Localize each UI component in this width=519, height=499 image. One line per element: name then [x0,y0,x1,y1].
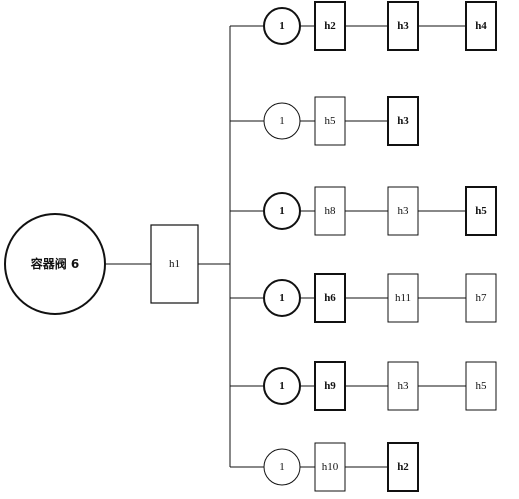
branch-row: 1 h6 h11 h7 [230,273,497,323]
branch-row: 1 h9 h3 h5 [230,361,497,411]
branch-box-label: h8 [325,205,337,217]
branch-box-label: h7 [476,292,488,304]
branch-circle-label: 1 [279,380,285,392]
branch-box-node [387,442,419,492]
branch-box-label: h2 [397,461,409,473]
branch-row: 1 h5 h3 [230,96,419,146]
branch-box-label: h2 [324,20,336,32]
root-node-label: 容器阀 6 [30,256,80,271]
branch-box-node [387,361,419,411]
branch-box-label: h6 [324,292,336,304]
branch-box-node [465,361,497,411]
branch-box-node [465,273,497,323]
branch-box-label: h11 [395,292,411,304]
branch-box-label: h5 [325,115,337,127]
branch-box-node [465,186,497,236]
branch-box-node [314,273,346,323]
branch-box-node [387,186,419,236]
branch-circle-label: 1 [279,292,285,304]
branch-circle-label: 1 [279,461,285,473]
hub-node [150,224,199,304]
branch-box-label: h10 [322,461,339,473]
branch-row: 1 h10 h2 [230,442,419,492]
branches: 1 h2 h3 h4 1 h5 h3 1 h8 h3 h5 1 h6 h11 h7 1 h9 h3 h5 1 h10 h2 [230,1,497,492]
branch-box-node [387,273,419,323]
branch-box-label: h3 [398,380,410,392]
branch-box-label: h5 [476,380,488,392]
branch-box-node [465,1,497,51]
branch-box-label: h3 [397,20,409,32]
branch-box-label: h5 [475,205,487,217]
branch-circle-label: 1 [279,115,285,127]
branch-box-label: h3 [397,115,409,127]
hub-node-label: h1 [169,258,180,270]
branch-box-node [387,96,419,146]
branch-circle-label: 1 [279,205,285,217]
branch-row: 1 h8 h3 h5 [230,186,497,236]
branch-box-label: h9 [324,380,336,392]
branch-box-label: h3 [398,205,410,217]
branch-row: 1 h2 h3 h4 [230,1,497,51]
branch-circle-label: 1 [279,20,285,32]
branch-box-label: h4 [475,20,487,32]
